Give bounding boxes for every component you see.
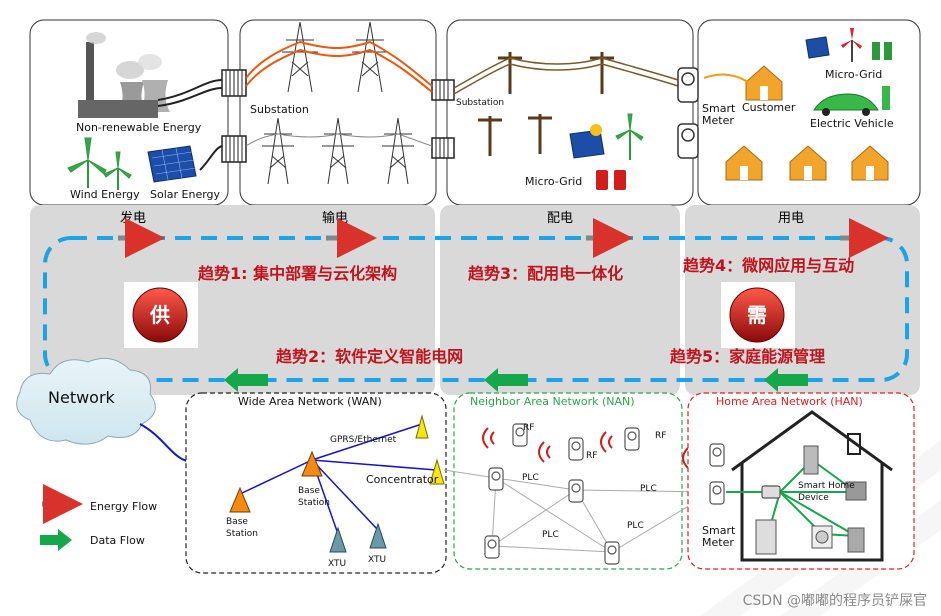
customer-supply-line (703, 73, 749, 83)
wind-turbine-icon (67, 137, 132, 190)
home-outline (731, 410, 893, 562)
power-plant-icon (78, 32, 170, 118)
smart-meter-icon (677, 67, 699, 159)
supply-badge-text: 供 (149, 303, 170, 327)
xtu-icon (329, 522, 387, 553)
distribute-band (440, 205, 680, 395)
electric-vehicle-label: Electric Vehicle (810, 117, 894, 130)
legend: Energy Flow Data Flow (40, 484, 157, 551)
base-station-icon (229, 450, 323, 513)
consumer-microgrid-label: Micro-Grid (825, 68, 882, 81)
solar-panel-icon (147, 145, 197, 183)
wan-title: Wide Area Network (WAN) (238, 395, 382, 408)
concentrator-icon (415, 414, 445, 485)
trend-3: 趋势3：配用电一体化 (468, 264, 623, 283)
plc-label-4: PLC (627, 521, 644, 531)
plc-label-1: PLC (522, 473, 539, 483)
gprs-label: GPRS/Ethernet (330, 435, 397, 445)
consumer-microgrid-icon (805, 28, 892, 62)
rf-label-3: RF (655, 431, 666, 441)
distribution-microgrid-label: Micro-Grid (525, 175, 582, 188)
han-title: Home Area Network (HAN) (716, 395, 863, 408)
distribution-lines (453, 57, 679, 95)
network-cloud (16, 357, 156, 445)
rf-label-2: RF (586, 451, 597, 461)
legend-data-flow: Data Flow (90, 534, 145, 547)
electric-vehicle-icon (813, 86, 890, 116)
non-renewable-label: Non-renewable Energy (76, 121, 202, 134)
plc-label-3: PLC (542, 530, 559, 540)
transmission-lines (245, 40, 433, 93)
trend-1: 趋势1: 集中部署与云化架构 (198, 264, 397, 283)
demand-badge-text: 需 (747, 303, 767, 327)
han-box (687, 392, 915, 570)
xtu-label-2: XTU (368, 555, 386, 565)
battery-icon (596, 170, 626, 190)
house-icon (725, 65, 889, 181)
stage-consume: 用电 (778, 211, 804, 226)
generation-cables (157, 79, 223, 171)
consume-band (685, 205, 920, 395)
trend-4: 趋势4：微网应用与互动 (683, 256, 854, 275)
wind-energy-label: Wind Energy (70, 188, 140, 201)
transformer-icon (221, 69, 455, 163)
substation-label: Substation (250, 103, 309, 116)
watermark: CSDN @嘟嘟的程序员铲屎官 (742, 593, 927, 609)
home-appliance-icon (755, 445, 867, 555)
nan-meter-icon (484, 423, 640, 565)
trend-2: 趋势2：软件定义智能电网 (276, 347, 463, 366)
data-flow-arrows (224, 368, 808, 392)
concentrator-label: Concentrator (366, 473, 439, 486)
network-cloud-label: Network (48, 388, 116, 407)
stage-transmit: 输电 (322, 210, 348, 226)
supply-badge (132, 287, 188, 343)
stage-distribute: 配电 (547, 211, 573, 226)
plc-label-2: PLC (640, 484, 657, 494)
customer-label: Customer (742, 101, 796, 114)
nan-links (443, 469, 713, 553)
trend-5: 趋势5：家庭能源管理 (670, 347, 825, 366)
rf-label-1: RF (523, 423, 534, 433)
demand-badge (729, 287, 785, 343)
nan-title: Neighbor Area Network (NAN) (470, 395, 635, 408)
legend-energy-flow: Energy Flow (90, 500, 157, 513)
dashed-loop (43, 236, 909, 382)
transmission-lines-lower (245, 133, 433, 147)
xtu-label-1: XTU (328, 559, 346, 569)
han-meter-icon (709, 443, 781, 505)
microgrid-wind-icon (615, 113, 644, 160)
microgrid-solar-icon (569, 124, 605, 159)
distribution-pole-icon (478, 52, 614, 156)
solar-energy-label: Solar Energy (150, 188, 221, 201)
distribution-substation-label: Substation (456, 98, 504, 108)
stage-generate: 发电 (120, 210, 146, 226)
